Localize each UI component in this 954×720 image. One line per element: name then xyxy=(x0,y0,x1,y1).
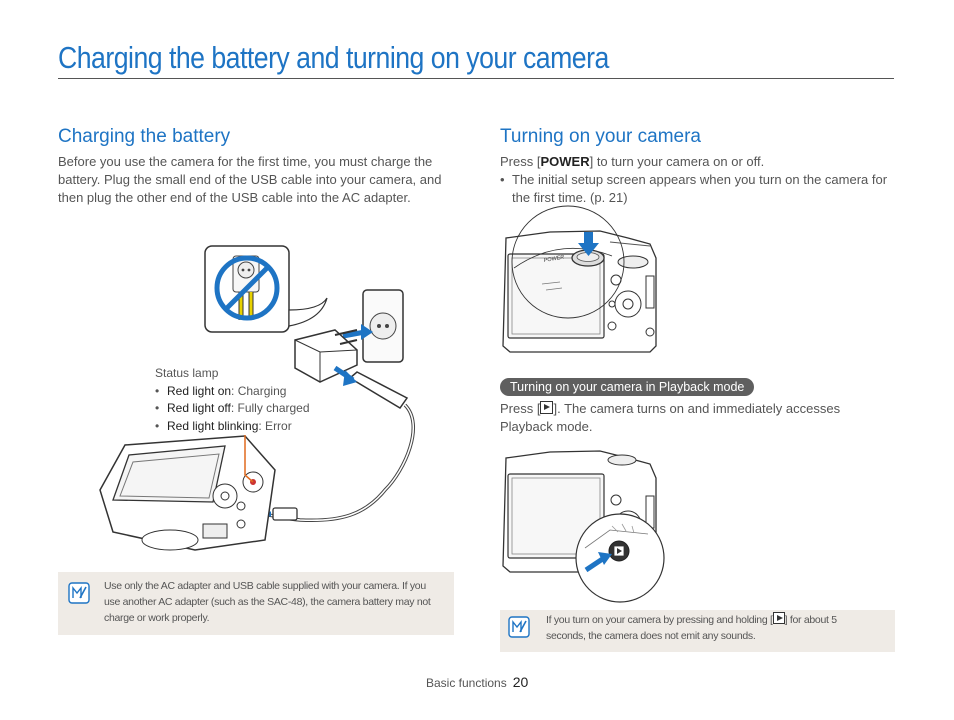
playback-camera-illustration xyxy=(502,450,665,603)
title-divider xyxy=(58,78,894,79)
charging-body: Before you use the camera for the first … xyxy=(58,154,442,205)
note-post: ] for about 5 seconds, the camera does n… xyxy=(546,614,837,642)
status-lamp-legend: Status lamp Red light on: Charging Red l… xyxy=(155,365,310,435)
status-key: Red light on xyxy=(167,383,232,398)
setup-bullet: The initial setup screen appears when yo… xyxy=(500,171,894,207)
status-key: Red light off xyxy=(167,401,231,415)
playback-icon xyxy=(540,401,554,414)
press-pre: Press [ xyxy=(500,154,541,169)
charging-note: Use only the AC adapter and USB cable su… xyxy=(58,572,454,635)
page-footer: Basic functions 20 xyxy=(426,674,528,690)
power-key: POWER xyxy=(540,154,590,169)
note-icon xyxy=(508,616,530,638)
note-icon xyxy=(68,582,90,604)
status-item: Red light on: Charging xyxy=(155,383,310,401)
status-value: : Error xyxy=(258,418,292,433)
press-post: ] to turn your camera on or off. xyxy=(589,154,765,169)
footer-section: Basic functions xyxy=(426,676,507,690)
status-lamp-title: Status lamp xyxy=(155,366,219,380)
no-plug-icon xyxy=(214,255,280,321)
playback-pre: Press [ xyxy=(500,401,541,416)
turning-on-body: Press [POWER] to turn your camera on or … xyxy=(500,153,894,207)
playback-note-text: If you turn on your camera by pressing a… xyxy=(546,612,846,644)
page-number: 20 xyxy=(512,674,529,690)
status-value: : Fully charged xyxy=(230,401,310,415)
status-item: Red light blinking: Error xyxy=(155,418,310,436)
power-label: POWER xyxy=(543,254,565,264)
status-value: : Charging xyxy=(231,383,287,398)
playback-instruction: Press []. The camera turns on and immedi… xyxy=(500,400,894,436)
charging-note-text: Use only the AC adapter and USB cable su… xyxy=(104,580,431,624)
turning-on-heading: Turning on your camera xyxy=(500,126,702,147)
playback-mode-pill: Turning on your camera in Playback mode xyxy=(500,378,755,396)
status-item: Red light off: Fully charged xyxy=(155,400,310,418)
status-key: Red light blinking xyxy=(167,418,259,433)
playback-icon xyxy=(772,612,785,624)
page-title: Charging the battery and turning on your… xyxy=(58,40,609,75)
power-instruction: Press [POWER] to turn your camera on or … xyxy=(500,153,894,171)
charging-heading: Charging the battery xyxy=(58,126,231,147)
charging-illustration xyxy=(99,245,415,551)
note-pre: If you turn on your camera by pressing a… xyxy=(546,614,773,626)
playback-note: If you turn on your camera by pressing a… xyxy=(500,610,895,652)
arrow-down-icon xyxy=(578,232,599,256)
playback-post: ]. The camera turns on and immediately a… xyxy=(500,401,841,434)
power-camera-illustration: POWER xyxy=(502,228,657,353)
